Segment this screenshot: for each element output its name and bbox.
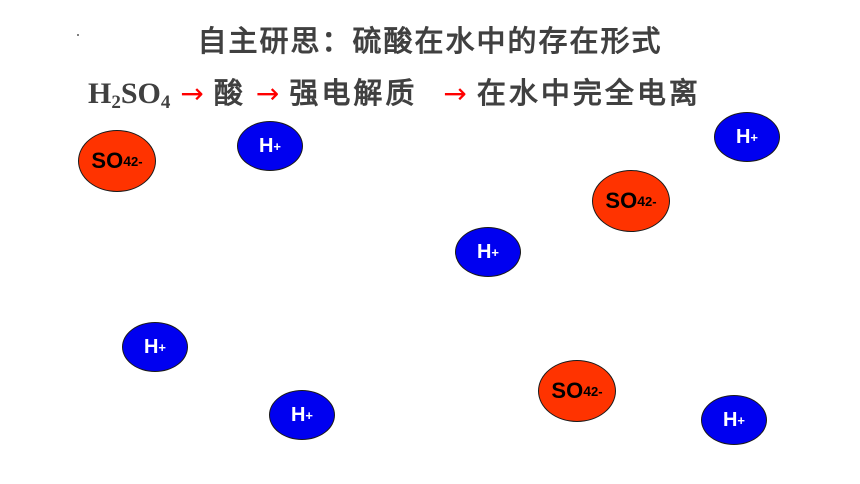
ion-charge: 2- — [645, 193, 657, 209]
formula-so: SO — [120, 77, 161, 110]
ion-symbol: H — [722, 408, 738, 431]
ion-charge: 2- — [131, 153, 143, 169]
arrow-right-icon: → — [443, 77, 467, 110]
hydrogen-ion-1: H+ — [237, 121, 303, 171]
hydrogen-ion-3: H+ — [455, 227, 521, 277]
hydrogen-ion-4: H+ — [122, 322, 188, 372]
ion-charge: + — [491, 244, 500, 260]
ion-symbol: SO — [551, 378, 584, 403]
formula-h: H — [88, 77, 112, 110]
ion-charge: 2- — [591, 383, 603, 399]
step-strong-electrolyte: 强电解质 — [289, 76, 418, 110]
ion-symbol: H — [476, 240, 492, 263]
arrow-right-icon: → — [255, 77, 280, 110]
ion-subscript: 4 — [583, 383, 592, 399]
h2so4-formula: H2SO4 — [88, 77, 170, 114]
ion-subscript: 4 — [637, 193, 646, 209]
reasoning-chain: H2SO4 → 酸 → 强电解质 → 在水中完全电离 — [88, 70, 701, 113]
ion-symbol: H — [258, 134, 274, 157]
ion-symbol: H — [143, 335, 159, 358]
formula-sub-2: 2 — [111, 92, 121, 113]
ion-charge: + — [273, 138, 282, 154]
ion-charge: + — [305, 407, 314, 423]
arrow-right-icon: → — [180, 77, 204, 110]
hydrogen-ion-6: H+ — [701, 395, 767, 445]
ion-symbol: SO — [91, 148, 124, 173]
hydrogen-ion-2: H+ — [714, 112, 780, 162]
ion-symbol: H — [290, 403, 306, 426]
stray-dot — [77, 34, 79, 36]
ion-charge: + — [158, 339, 167, 355]
slide-title: 自主研思：硫酸在水中的存在形式 — [197, 24, 663, 58]
step-acid: 酸 — [213, 76, 246, 110]
ion-charge: + — [750, 129, 759, 145]
ion-symbol: SO — [605, 188, 638, 213]
ion-subscript: 4 — [123, 153, 132, 169]
ion-symbol: H — [735, 125, 751, 148]
formula-sub-4: 4 — [160, 92, 171, 113]
hydrogen-ion-5: H+ — [269, 390, 335, 440]
step-complete-ionization: 在水中完全电离 — [476, 76, 701, 110]
ion-charge: + — [737, 412, 746, 428]
